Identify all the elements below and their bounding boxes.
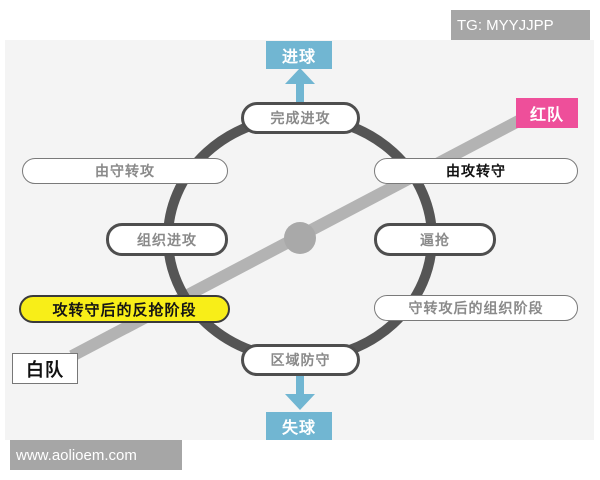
node-pressing: 逼抢 (374, 223, 496, 256)
center-dot (284, 222, 316, 254)
white-team-box: 白队 (12, 353, 78, 384)
watermark-bottom-left-text: www.aolioem.com (16, 446, 137, 464)
transition-organize-after-win-label: 守转攻后的组织阶段 (408, 301, 544, 317)
goal-arrow-shaft (296, 82, 304, 102)
transition-counter-press-label: 攻转守后的反抢阶段 (52, 300, 197, 319)
goal-box: 进球 (266, 41, 332, 69)
transition-organize-after-win: 守转攻后的组织阶段 (374, 295, 578, 321)
transition-defense-to-attack: 由守转攻 (22, 158, 228, 184)
goal-label: 进球 (281, 47, 316, 66)
transition-counter-press-highlight: 攻转守后的反抢阶段 (19, 295, 230, 323)
concede-arrow-down-icon (285, 394, 315, 410)
node-finish-attack-label: 完成进攻 (270, 111, 331, 127)
white-team-label: 白队 (26, 359, 64, 381)
watermark-top-right: TG: MYYJJPP (451, 10, 590, 40)
red-team-box: 红队 (516, 98, 578, 128)
transition-attack-to-defense-label: 由攻转守 (446, 164, 506, 180)
goal-arrow-up-icon (285, 68, 315, 84)
node-finish-attack: 完成进攻 (241, 102, 360, 134)
red-team-label: 红队 (529, 105, 564, 124)
node-zone-defense: 区域防守 (241, 344, 360, 376)
concede-label: 失球 (281, 418, 316, 437)
node-zone-defense-label: 区域防守 (270, 353, 331, 369)
concede-arrow-shaft (296, 374, 304, 396)
node-organize-attack: 组织进攻 (106, 223, 228, 256)
watermark-bottom-left: www.aolioem.com (10, 440, 182, 470)
node-pressing-label: 逼抢 (420, 232, 450, 249)
concede-box: 失球 (266, 412, 332, 440)
watermark-top-right-text: TG: MYYJJPP (457, 16, 554, 34)
node-organize-attack-label: 组织进攻 (137, 232, 197, 249)
transition-attack-to-defense: 由攻转守 (374, 158, 578, 184)
transition-defense-to-attack-label: 由守转攻 (95, 164, 155, 180)
